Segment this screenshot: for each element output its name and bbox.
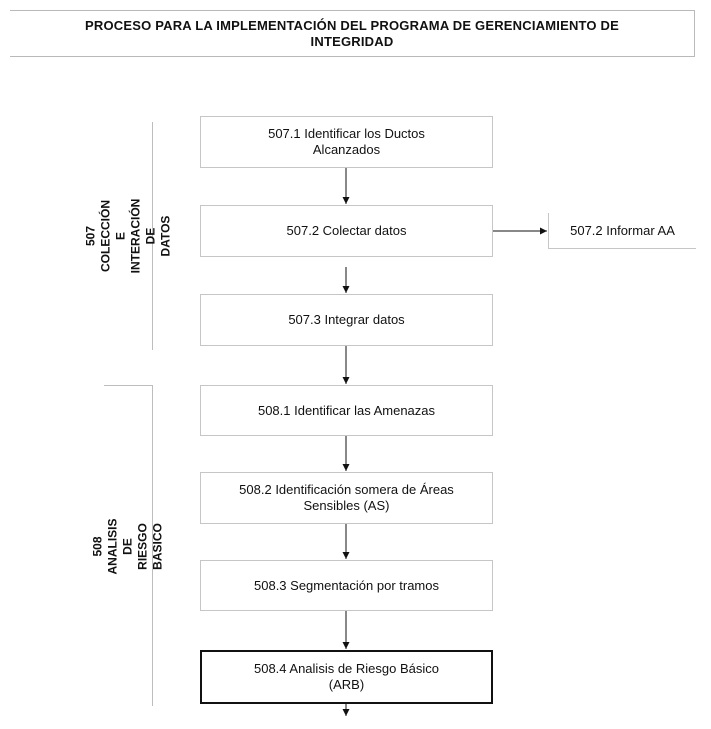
diagram-title-text: PROCESO PARA LA IMPLEMENTACIÓN DEL PROGR…: [84, 17, 620, 49]
step-508-2: 508.2 Identificación somera de Áreas Sen…: [200, 472, 493, 524]
diagram-title: PROCESO PARA LA IMPLEMENTACIÓN DEL PROGR…: [10, 10, 695, 57]
group-label-508: 508 ANALISIS DE RIESGO BASICO: [91, 385, 165, 706]
step-508-1: 508.1 Identificar las Amenazas: [200, 385, 493, 436]
step-507-1: 507.1 Identificar los Ductos Alcanzados: [200, 116, 493, 168]
step-508-3: 508.3 Segmentación por tramos: [200, 560, 493, 611]
group-label-507: 507 COLECCIÓN E INTERACIÓN DE DATOS: [83, 122, 172, 350]
step-508-4: 508.4 Analisis de Riesgo Básico (ARB): [200, 650, 493, 704]
step-507-3: 507.3 Integrar datos: [200, 294, 493, 346]
step-507-2: 507.2 Colectar datos: [200, 205, 493, 257]
side-step-informar-aa: 507.2 Informar AA: [548, 213, 696, 249]
